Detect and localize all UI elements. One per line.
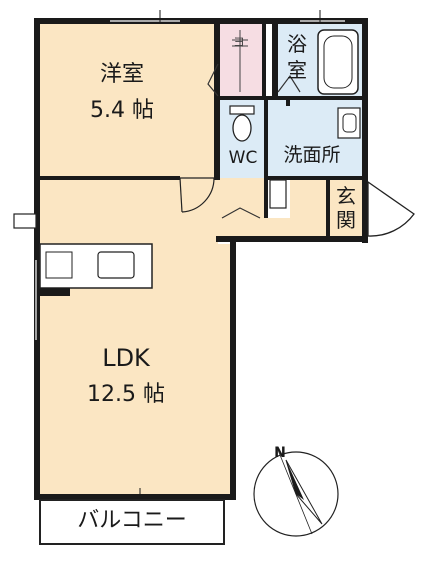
kitchen-wall-block (40, 288, 70, 296)
ldk-name: LDK (102, 344, 150, 372)
western-room-area: 5.4 帖 (90, 98, 154, 123)
kitchen-sink (97, 251, 135, 279)
kitchen-stove (45, 251, 73, 279)
closet-door (207, 63, 219, 97)
compass-north-label: N (274, 445, 286, 461)
entrance-floor (330, 178, 362, 236)
side-window-box (13, 213, 37, 229)
compass-rose (253, 449, 339, 537)
bath-name-line2: 室 (287, 58, 307, 82)
window-mullions (139, 10, 321, 500)
closet-rod (232, 30, 248, 92)
toilet-name: WC (228, 148, 258, 168)
closet-floor (220, 24, 264, 96)
closet-label: ヨ (232, 35, 245, 49)
bathtub-inner (323, 35, 353, 89)
ldk-floor (40, 178, 232, 494)
hall-floor (218, 178, 330, 236)
toilet-bowl (232, 114, 252, 142)
ldk-door-leaf (179, 177, 183, 213)
windows (35, 20, 345, 340)
entrance-name-line2: 関 (336, 208, 356, 232)
bath-door (277, 74, 301, 93)
ldk-area: 12.5 帖 (87, 382, 165, 407)
walls (34, 18, 368, 500)
washbasin-bowl (342, 113, 357, 133)
western-room-name: 洋室 (99, 62, 144, 87)
entrance-door (367, 180, 415, 237)
washroom-door (269, 179, 287, 209)
toilet-door (221, 207, 261, 219)
balcony-area (39, 499, 225, 545)
toilet-tank (229, 105, 255, 115)
bath-name-line1: 浴 (287, 32, 307, 56)
ldk-door (180, 177, 215, 213)
western-room-floor (40, 24, 218, 178)
balcony-name: バルコニー (77, 508, 187, 533)
washroom-name: 洗面所 (283, 144, 341, 166)
entrance-name-line1: 玄 (336, 184, 356, 208)
